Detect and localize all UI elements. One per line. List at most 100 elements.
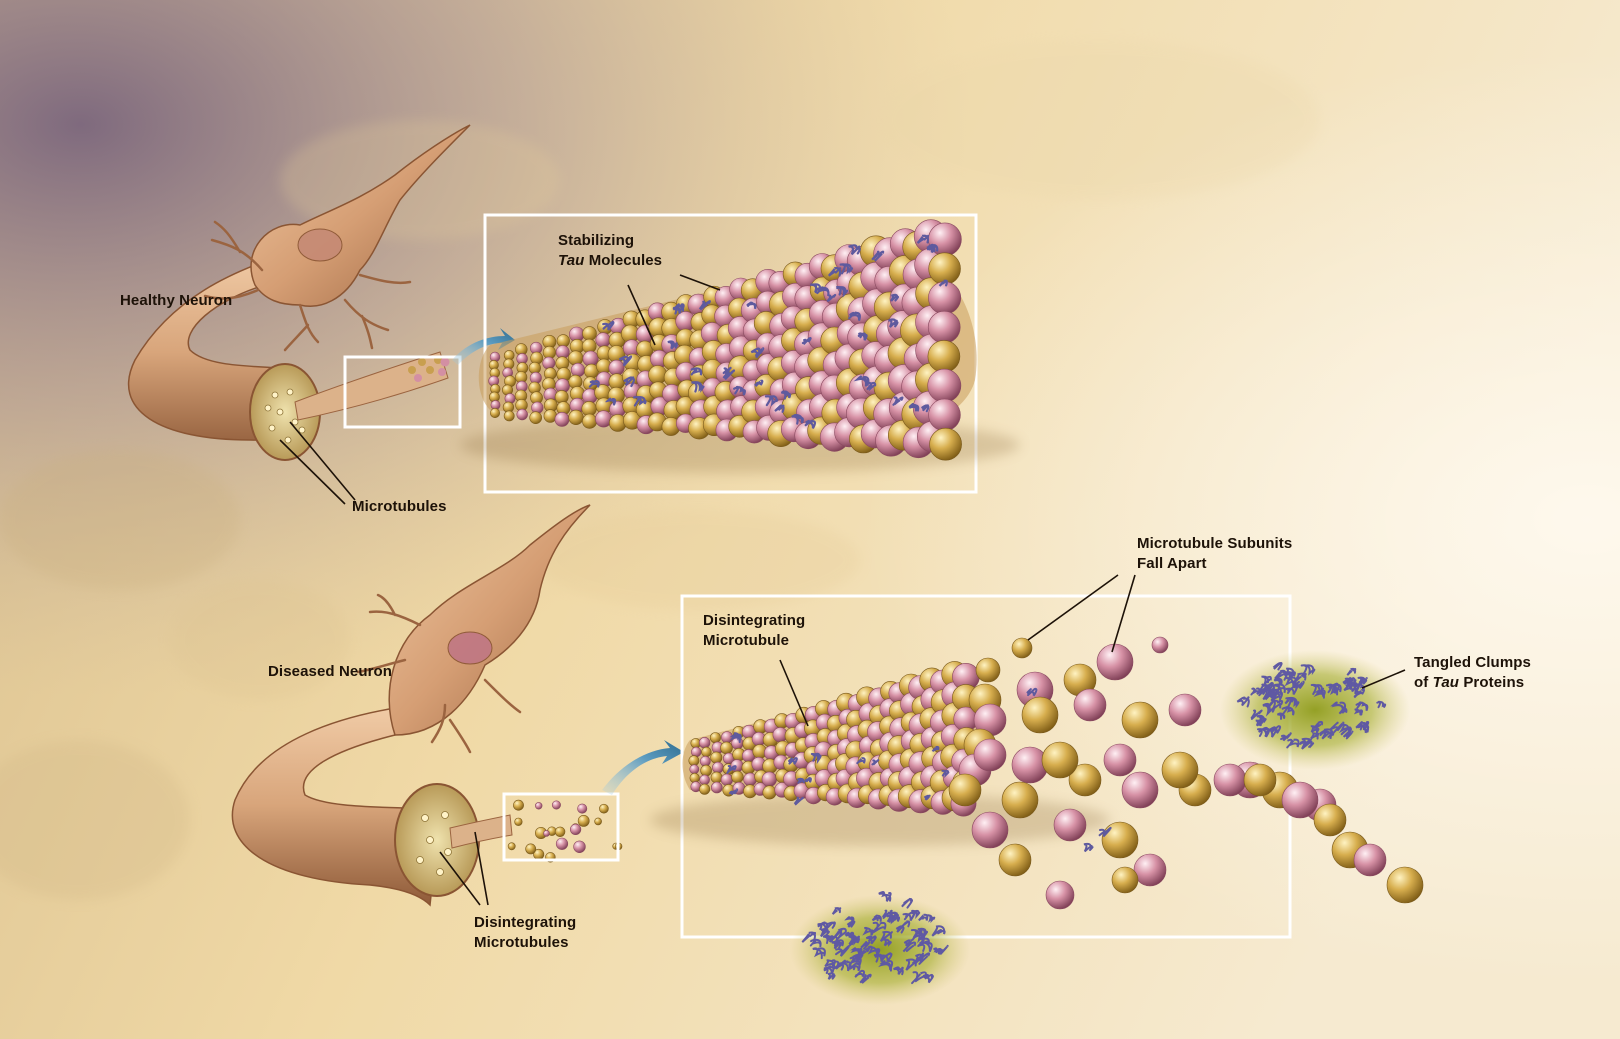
- subunit-bead: [702, 747, 712, 757]
- subunit-bead: [504, 411, 514, 421]
- loose-subunit: [1214, 764, 1246, 796]
- label-disintegrating-line2: Microtubule: [703, 631, 805, 651]
- debris-subunit: [544, 830, 550, 836]
- label-disintegrating-line1: Disintegrating: [703, 611, 805, 631]
- label-tangled-proteins: Proteins: [1459, 674, 1524, 691]
- loose-subunit: [1074, 689, 1106, 721]
- label-tangled-of: of: [1414, 674, 1433, 691]
- loose-subunit: [999, 844, 1031, 876]
- debris-subunit: [599, 804, 608, 813]
- subunit-bead: [710, 733, 720, 743]
- subunit-bead: [721, 774, 733, 786]
- loose-subunit: [1054, 809, 1086, 841]
- loose-subunit: [1102, 822, 1138, 858]
- subunit-bead: [700, 775, 710, 785]
- label-stabilizing-line2: Tau Molecules: [558, 251, 662, 271]
- label-tangled-line1: Tangled Clumps: [1414, 653, 1531, 673]
- loose-subunit: [1282, 782, 1318, 818]
- loose-subunit: [1002, 782, 1038, 818]
- subunit-bead: [731, 760, 743, 772]
- subunit-bead: [711, 772, 722, 783]
- subunit-bead: [609, 360, 624, 375]
- label-subunits-fall-apart: Microtubule Subunits Fall Apart: [1137, 534, 1292, 574]
- subunit-bead: [711, 752, 722, 763]
- subunit-bead: [732, 771, 744, 783]
- label-bottom-line1: Disintegrating: [474, 913, 576, 933]
- loose-subunit: [1314, 804, 1346, 836]
- label-disintegrating-microtubule: Disintegrating Microtubule: [703, 611, 805, 651]
- subunit-bead: [721, 732, 732, 743]
- label-stabilizing-molecules: Molecules: [584, 252, 662, 269]
- subunit-bead: [721, 742, 733, 754]
- subunit-bead: [568, 351, 583, 366]
- subunit-bead: [517, 409, 528, 420]
- loose-subunit: [976, 658, 1000, 682]
- subunit-bead: [543, 357, 555, 369]
- loose-subunit: [1152, 637, 1168, 653]
- subunit-bead: [762, 772, 777, 787]
- loose-subunit: [1354, 844, 1386, 876]
- tau-protein: [891, 295, 898, 301]
- label-healthy-neuron: Healthy Neuron: [120, 291, 232, 311]
- label-tangled-clumps: Tangled Clumps of Tau Proteins: [1414, 653, 1531, 693]
- label-bottom-line2: Microtubules: [474, 933, 576, 953]
- subunit-bead: [569, 410, 584, 425]
- tau-clump-glow-right: [1220, 650, 1410, 770]
- debris-subunit: [574, 841, 586, 853]
- debris-subunit: [595, 818, 602, 825]
- subunit-bead: [930, 428, 962, 460]
- debris-subunit: [513, 800, 523, 810]
- label-diseased-neuron: Diseased Neuron: [268, 662, 392, 682]
- label-stabilizing-line1: Stabilizing: [558, 231, 662, 251]
- debris-subunit: [508, 843, 515, 850]
- debris-subunit: [556, 838, 568, 850]
- loose-subunit: [972, 812, 1008, 848]
- debris-subunit: [555, 827, 565, 837]
- subunit-bead: [583, 327, 597, 341]
- subunit-bead: [763, 786, 776, 799]
- tau-protein: [798, 779, 804, 783]
- subunit-bead: [690, 773, 700, 783]
- subunit-bead: [928, 369, 961, 402]
- label-stabilizing-tau: Stabilizing Tau Molecules: [558, 231, 662, 271]
- debris-subunit: [578, 815, 589, 826]
- subunit-bead: [928, 311, 960, 343]
- subunit-bead: [555, 412, 569, 426]
- debris-subunit: [552, 801, 560, 809]
- loose-subunit: [1387, 867, 1423, 903]
- subunit-bead: [928, 340, 960, 372]
- loose-subunit: [1169, 694, 1201, 726]
- subunit-bead: [596, 333, 611, 348]
- label-stabilizing-tau-word: Tau: [558, 252, 584, 269]
- loose-subunit: [1046, 881, 1074, 909]
- loose-subunit: [1122, 772, 1158, 808]
- label-disintegrating-microtubules: Disintegrating Microtubules: [474, 913, 576, 953]
- subunit-bead: [699, 784, 709, 794]
- subunit-bead: [582, 414, 596, 428]
- label-microtubules: Microtubules: [352, 497, 447, 517]
- subunit-bead: [649, 366, 667, 384]
- debris-subunit: [515, 818, 523, 826]
- debris-subunit: [535, 802, 542, 809]
- subunit-bead: [530, 412, 542, 424]
- loose-subunit: [1022, 697, 1058, 733]
- subunit-bead: [711, 782, 722, 793]
- subunit-bead: [690, 765, 699, 774]
- label-tangled-line2: of Tau Proteins: [1414, 673, 1531, 693]
- loose-subunit: [949, 774, 981, 806]
- debris-subunit: [578, 804, 587, 813]
- label-subunits-line2: Fall Apart: [1137, 554, 1292, 574]
- label-subunits-line1: Microtubule Subunits: [1137, 534, 1292, 554]
- subunit-bead: [712, 762, 723, 773]
- loose-subunit: [1012, 638, 1032, 658]
- subunit-bead: [571, 363, 585, 377]
- loose-subunit: [1122, 702, 1158, 738]
- loose-subunit: [1104, 744, 1136, 776]
- subunit-bead: [699, 737, 710, 748]
- loose-subunit: [1042, 742, 1078, 778]
- loose-subunit: [1097, 644, 1133, 680]
- subunit-bead: [929, 399, 961, 431]
